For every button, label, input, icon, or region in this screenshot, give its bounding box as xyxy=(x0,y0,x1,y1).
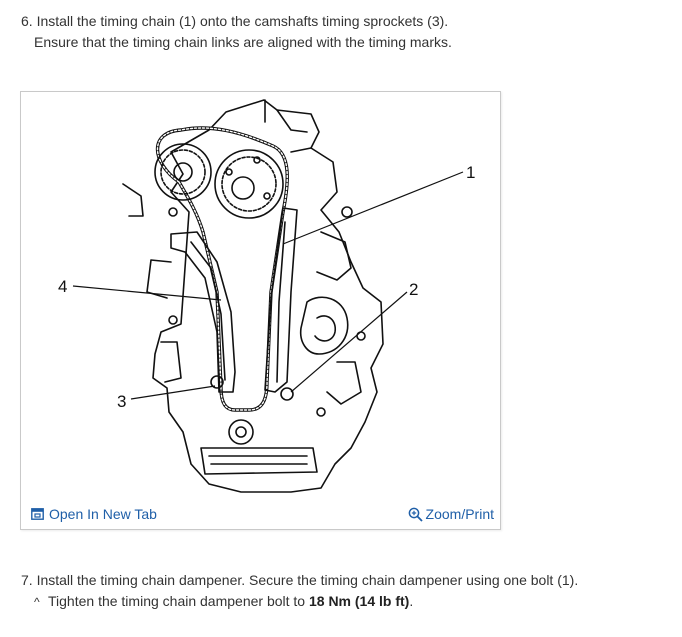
figure-toolbar: Open In New Tab Zoom/Print xyxy=(21,499,500,529)
step-6-note: Ensure that the timing chain links are a… xyxy=(34,34,452,50)
zoom-icon xyxy=(408,507,423,522)
callout-1: 1 xyxy=(466,163,475,182)
callout-2: 2 xyxy=(409,280,418,299)
torque-value: 18 Nm (14 lb ft) xyxy=(308,593,410,609)
step-7: 7. Install the timing chain dampener. Se… xyxy=(21,570,578,613)
callout-3: 3 xyxy=(117,392,126,411)
zoom-print-label: Zoom/Print xyxy=(425,506,494,522)
zoom-print-link[interactable]: Zoom/Print xyxy=(408,506,494,522)
step-7-instruction: 7. Install the timing chain dampener. Se… xyxy=(21,572,579,588)
sub-bullet-marker: ^ xyxy=(34,595,40,609)
open-new-tab-icon xyxy=(31,508,44,520)
timing-chain-figure: 1 2 3 4 Open In New Tab Zoom/Print xyxy=(20,91,501,530)
torque-text: Tighten the timing chain dampener bolt t… xyxy=(48,593,306,609)
torque-end: . xyxy=(409,593,414,609)
open-in-new-tab-link[interactable]: Open In New Tab xyxy=(31,506,157,522)
timing-chain-illustration: 1 2 3 4 xyxy=(58,99,475,493)
callout-4: 4 xyxy=(58,277,67,296)
step-6: 6. Install the timing chain (1) onto the… xyxy=(21,11,452,53)
open-in-new-tab-label: Open In New Tab xyxy=(49,506,157,522)
step-7-torque-spec: ^ Tighten the timing chain dampener bolt … xyxy=(21,591,578,613)
step-6-instruction: 6. Install the timing chain (1) onto the… xyxy=(21,13,449,29)
